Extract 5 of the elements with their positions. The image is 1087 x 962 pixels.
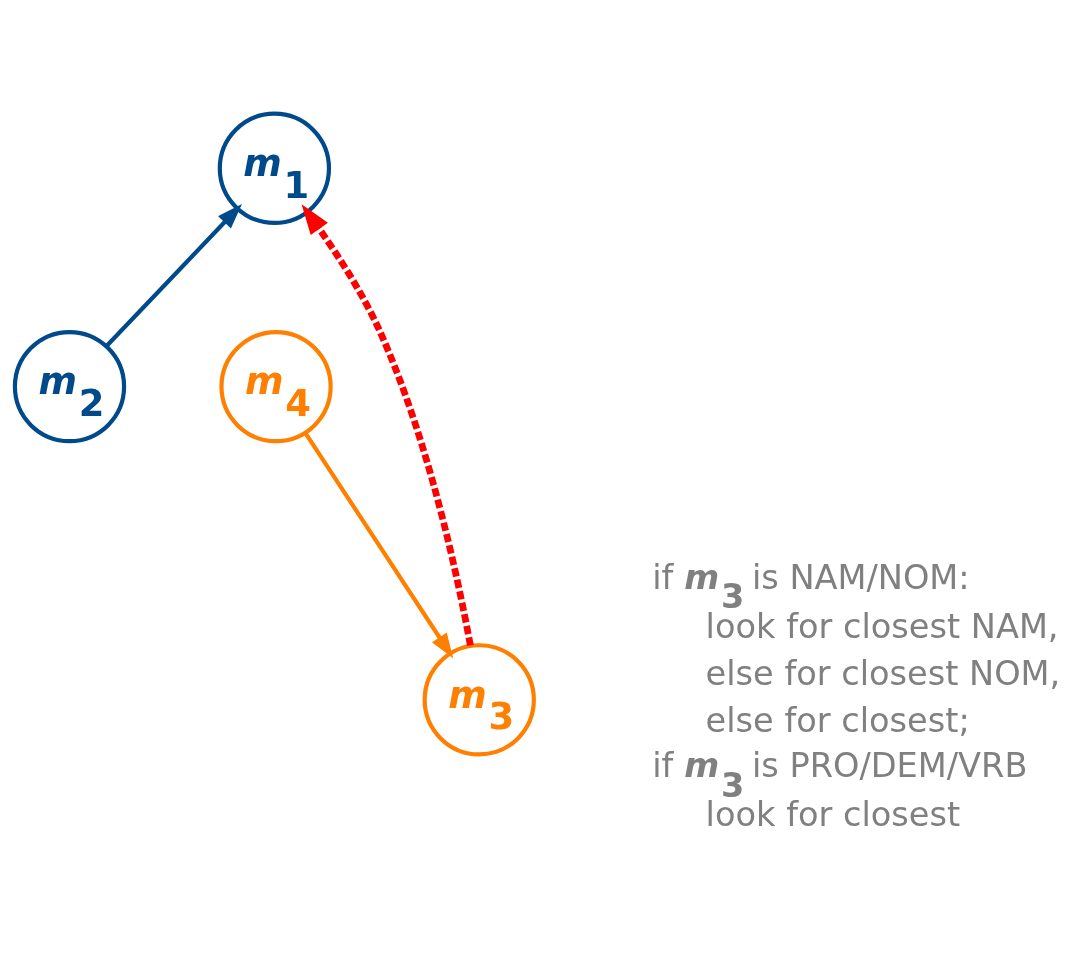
arrow — [301, 203, 474, 646]
arrow — [105, 203, 242, 347]
arrow — [303, 431, 454, 658]
label: else for closest NOM, — [705, 653, 1061, 693]
label: else for closest; — [705, 700, 970, 740]
